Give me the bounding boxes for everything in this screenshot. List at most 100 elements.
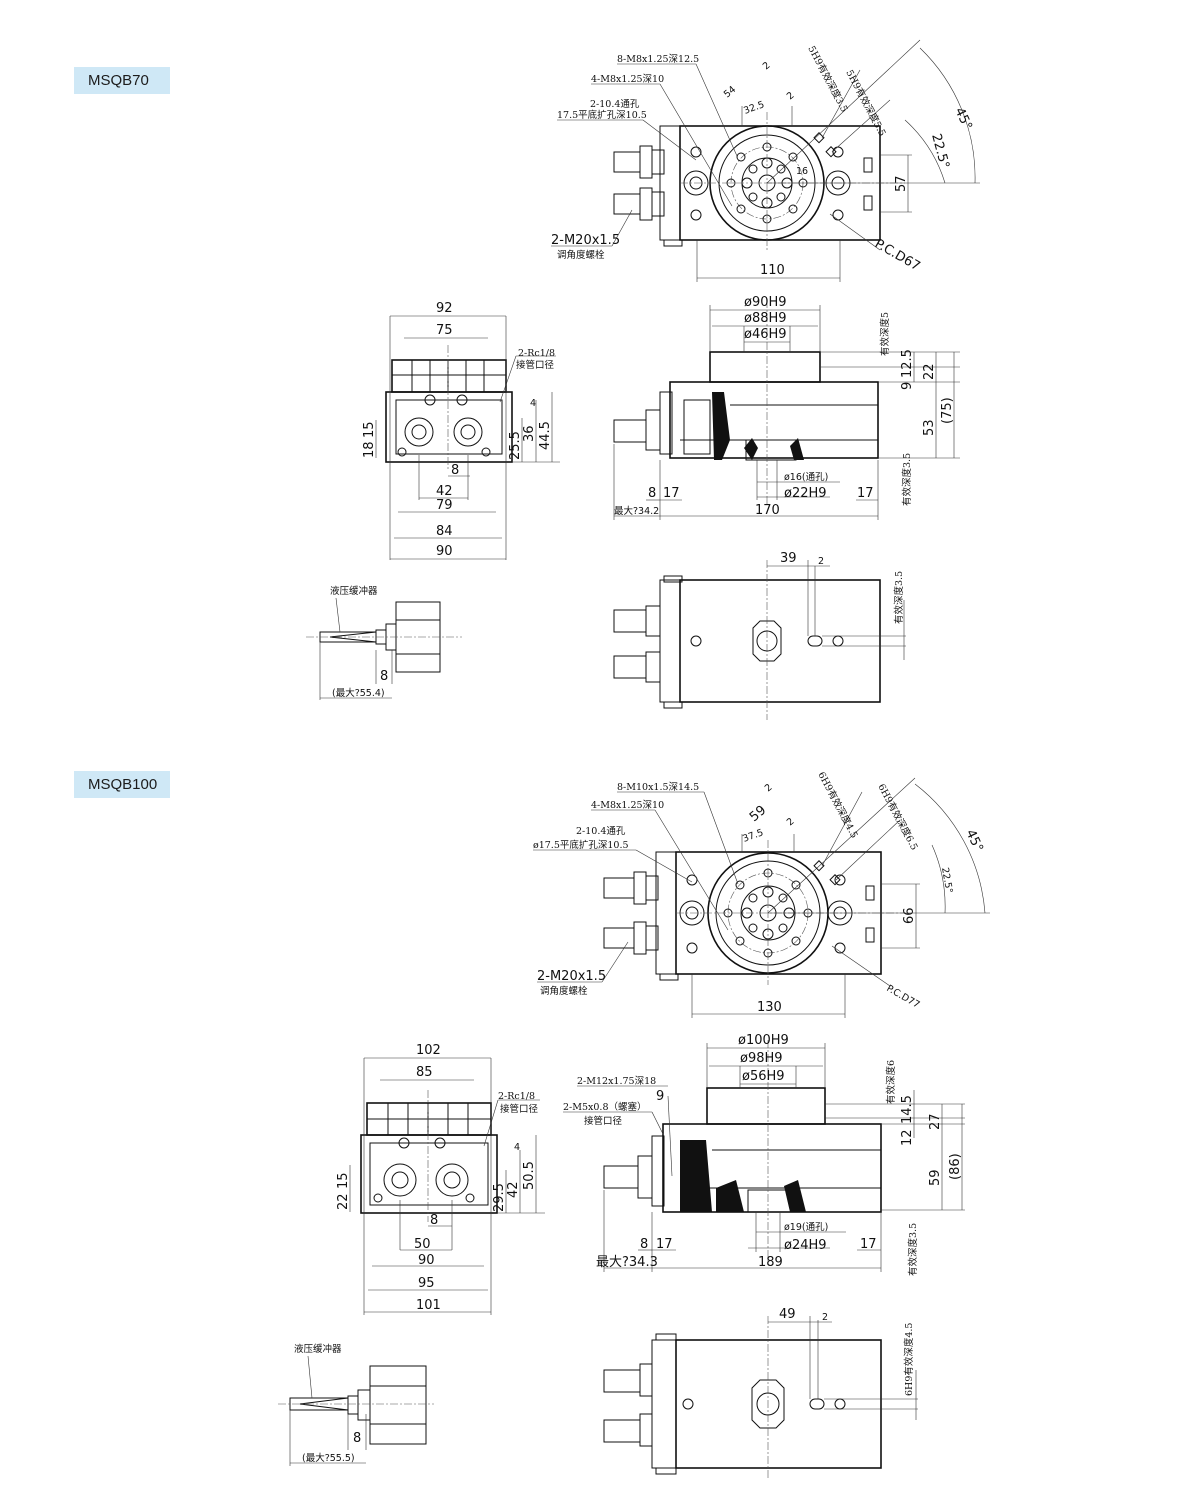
msqb70-front-view: ø90H9 ø88H9 ø46H9 12.5 9 22 (75) 53 有效深度… (613, 295, 960, 520)
msqb70-front-dim-17a: 17 (663, 486, 680, 501)
msqb70-front-dim-d88: ø88H9 (744, 311, 787, 326)
msqb100-front-dim-d100: ø100H9 (738, 1033, 789, 1048)
msqb100-front-dim-9: 9 (656, 1089, 664, 1104)
msqb100-front-dim-17a: 17 (656, 1237, 673, 1252)
msqb70-top-note-m20: 2-M20x1.5 (551, 233, 620, 248)
msqb100-damper-max: (最大?55.5) (302, 1452, 355, 1464)
msqb70-front-note-d16: ø16(通孔) (784, 472, 828, 483)
msqb70-side-dim-75: 75 (436, 323, 453, 338)
msqb100-top-note-through: 2-10.4通孔 (576, 826, 626, 837)
msqb70-front-dim-75: (75) (940, 397, 955, 424)
msqb70-bottom-view: 39 2 有效深度3.5 (613, 551, 906, 720)
msqb100-damper-dim-8: 8 (353, 1431, 361, 1446)
msqb100-front-dim-59: 59 (928, 1169, 943, 1186)
msqb100-drawings: 130 66 45° 22.5° 59 2 37.5 2 6H9有效深度4.5 … (278, 770, 990, 1480)
msqb70-side-note-rc: 2-Rc1/8 (518, 348, 555, 359)
msqb100-top-note-8-m10: 8-M10x1.5深14.5 (617, 782, 699, 793)
msqb100-top-dim-width: 130 (757, 1000, 782, 1015)
msqb100-top-note-counterbore: ø17.5平底扩孔深10.5 (533, 839, 629, 851)
msqb100-side-dim-29-5: 29.5 (492, 1183, 507, 1212)
msqb70-top-note-keyway-a: 5H9有效深度3.5 (805, 44, 850, 115)
msqb70-side-dim-4: 4 (530, 398, 536, 409)
msqb70-side-dim-79: 79 (436, 498, 453, 513)
msqb100-side-dim-4: 4 (514, 1142, 520, 1153)
msqb100-top-pcd: P.C.D77 (885, 983, 922, 1011)
msqb100-front-dim-8: 8 (640, 1237, 648, 1252)
msqb70-side-dim-15: 15 (362, 421, 377, 438)
msqb70-top-dim-2a: 2 (761, 60, 773, 72)
msqb70-top-dim-57: 57 (894, 175, 909, 192)
msqb70-damper-dim-8: 8 (380, 669, 388, 684)
msqb70-side-dim-36: 36 (522, 425, 537, 442)
msqb70-front-note-depth5: 有效深度5 (879, 312, 891, 356)
msqb100-top-view: 130 66 45° 22.5° 59 2 37.5 2 6H9有效深度4.5 … (533, 770, 990, 1018)
msqb100-side-dim-15: 15 (336, 1172, 351, 1189)
msqb100-top-dim-59: 59 (747, 803, 769, 825)
msqb100-side-dim-102: 102 (416, 1043, 441, 1058)
msqb70-top-view: 110 57 45° 22.5° 54 2 32.5 2 16 5H9有效深度3… (551, 39, 980, 282)
msqb70-top-note-adjust: 调角度螺栓 (557, 249, 605, 261)
msqb70-front-dim-d46: ø46H9 (744, 327, 787, 342)
msqb100-top-note-m20: 2-M20x1.5 (537, 969, 606, 984)
msqb100-side-dim-42: 42 (506, 1181, 521, 1198)
msqb100-front-dim-12: 12 (900, 1129, 915, 1146)
msqb100-side-dim-85: 85 (416, 1065, 433, 1080)
model-label-msqb70: MSQB70 (74, 67, 170, 94)
msqb100-side-dim-101: 101 (416, 1298, 441, 1313)
msqb100-top-dim-2b: 2 (785, 816, 797, 828)
msqb100-top-dim-45deg: 45° (962, 827, 985, 854)
msqb70-top-dim-2b: 2 (785, 90, 797, 102)
msqb100-front-dim-17b: 17 (860, 1237, 877, 1252)
msqb100-top-note-keyway-b: 6H9有效深度6.5 (875, 782, 920, 853)
msqb70-front-dim-8: 8 (648, 486, 656, 501)
msqb70-top-dim-22-5deg: 22.5° (928, 132, 952, 170)
msqb100-front-note-port: 接管口径 (584, 1115, 623, 1127)
msqb70-top-dim-width: 110 (760, 263, 785, 278)
msqb100-side-note-rc: 2-Rc1/8 (498, 1091, 535, 1102)
msqb70-top-note-keyway-b: 5H9有效深度5.5 (843, 68, 888, 139)
msqb100-front-dim-86: (86) (948, 1153, 963, 1180)
msqb70-side-dim-18: 18 (362, 441, 377, 458)
msqb70-top-note-counterbore: 17.5平底扩孔深10.5 (557, 109, 647, 121)
msqb100-side-dim-22: 22 (336, 1193, 351, 1210)
msqb100-side-note-port: 接管口径 (500, 1103, 539, 1115)
msqb100-front-note-m12: 2-M12x1.75深18 (577, 1076, 656, 1087)
msqb70-top-dim-16: 16 (796, 166, 808, 177)
msqb70-side-view: 92 75 8 42 79 84 90 18 15 25.5 36 44.5 4… (362, 301, 560, 560)
msqb100-front-dim-27: 27 (928, 1113, 943, 1130)
msqb100-front-note-m5: 2-M5x0.8（螺塞） (563, 1101, 647, 1113)
msqb70-top-dim-32-5: 32.5 (742, 99, 766, 117)
msqb70-side-dim-42: 42 (436, 484, 453, 499)
msqb70-top-note-8-m8: 8-M8x1.25深12.5 (617, 54, 699, 65)
msqb70-front-dim-12-5: 12.5 (900, 349, 915, 378)
msqb100-bottom-note-depth: 6H9有效深度4.5 (903, 1323, 915, 1396)
msqb70-front-note-max: 最大?34.2 (614, 505, 659, 517)
msqb70-side-dim-44-5: 44.5 (538, 421, 553, 450)
msqb70-damper-label: 液压缓冲器 (330, 585, 378, 597)
msqb100-side-dim-95: 95 (418, 1276, 435, 1291)
msqb100-front-note-d19: ø19(通孔) (784, 1222, 828, 1233)
msqb100-front-dim-d56: ø56H9 (742, 1069, 785, 1084)
msqb100-front-note-depth6: 有效深度6 (885, 1060, 897, 1104)
msqb100-damper-view: 液压缓冲器 8 (最大?55.5) (278, 1343, 434, 1466)
msqb70-top-dim-54: 54 (722, 84, 738, 100)
msqb100-top-dim-66: 66 (902, 907, 917, 924)
msqb100-front-note-max: 最大?34.3 (596, 1255, 658, 1270)
msqb100-front-dim-d98: ø98H9 (740, 1051, 783, 1066)
msqb100-bottom-view: 49 2 6H9有效深度4.5 (603, 1307, 918, 1480)
msqb100-front-dim-14-5: 14.5 (900, 1095, 915, 1124)
msqb70-drawings: 110 57 45° 22.5° 54 2 32.5 2 16 5H9有效深度3… (306, 39, 980, 720)
msqb100-top-note-adjust: 调角度螺栓 (540, 985, 588, 997)
msqb70-top-note-through: 2-10.4通孔 (590, 99, 640, 110)
msqb100-front-dim-d24: ø24H9 (784, 1238, 827, 1253)
msqb70-front-dim-d90: ø90H9 (744, 295, 787, 310)
model-label-msqb100: MSQB100 (74, 771, 170, 798)
msqb70-damper-max: (最大?55.4) (332, 687, 385, 699)
msqb100-top-dim-22-5deg: 22.5° (939, 867, 954, 894)
msqb70-front-dim-53: 53 (922, 419, 937, 436)
msqb100-top-dim-2a: 2 (763, 782, 775, 794)
msqb70-front-note-depth3-5: 有效深度3.5 (901, 453, 913, 506)
msqb100-front-note-depth3-5: 有效深度3.5 (907, 1223, 919, 1276)
msqb70-front-dim-9: 9 (900, 382, 915, 390)
